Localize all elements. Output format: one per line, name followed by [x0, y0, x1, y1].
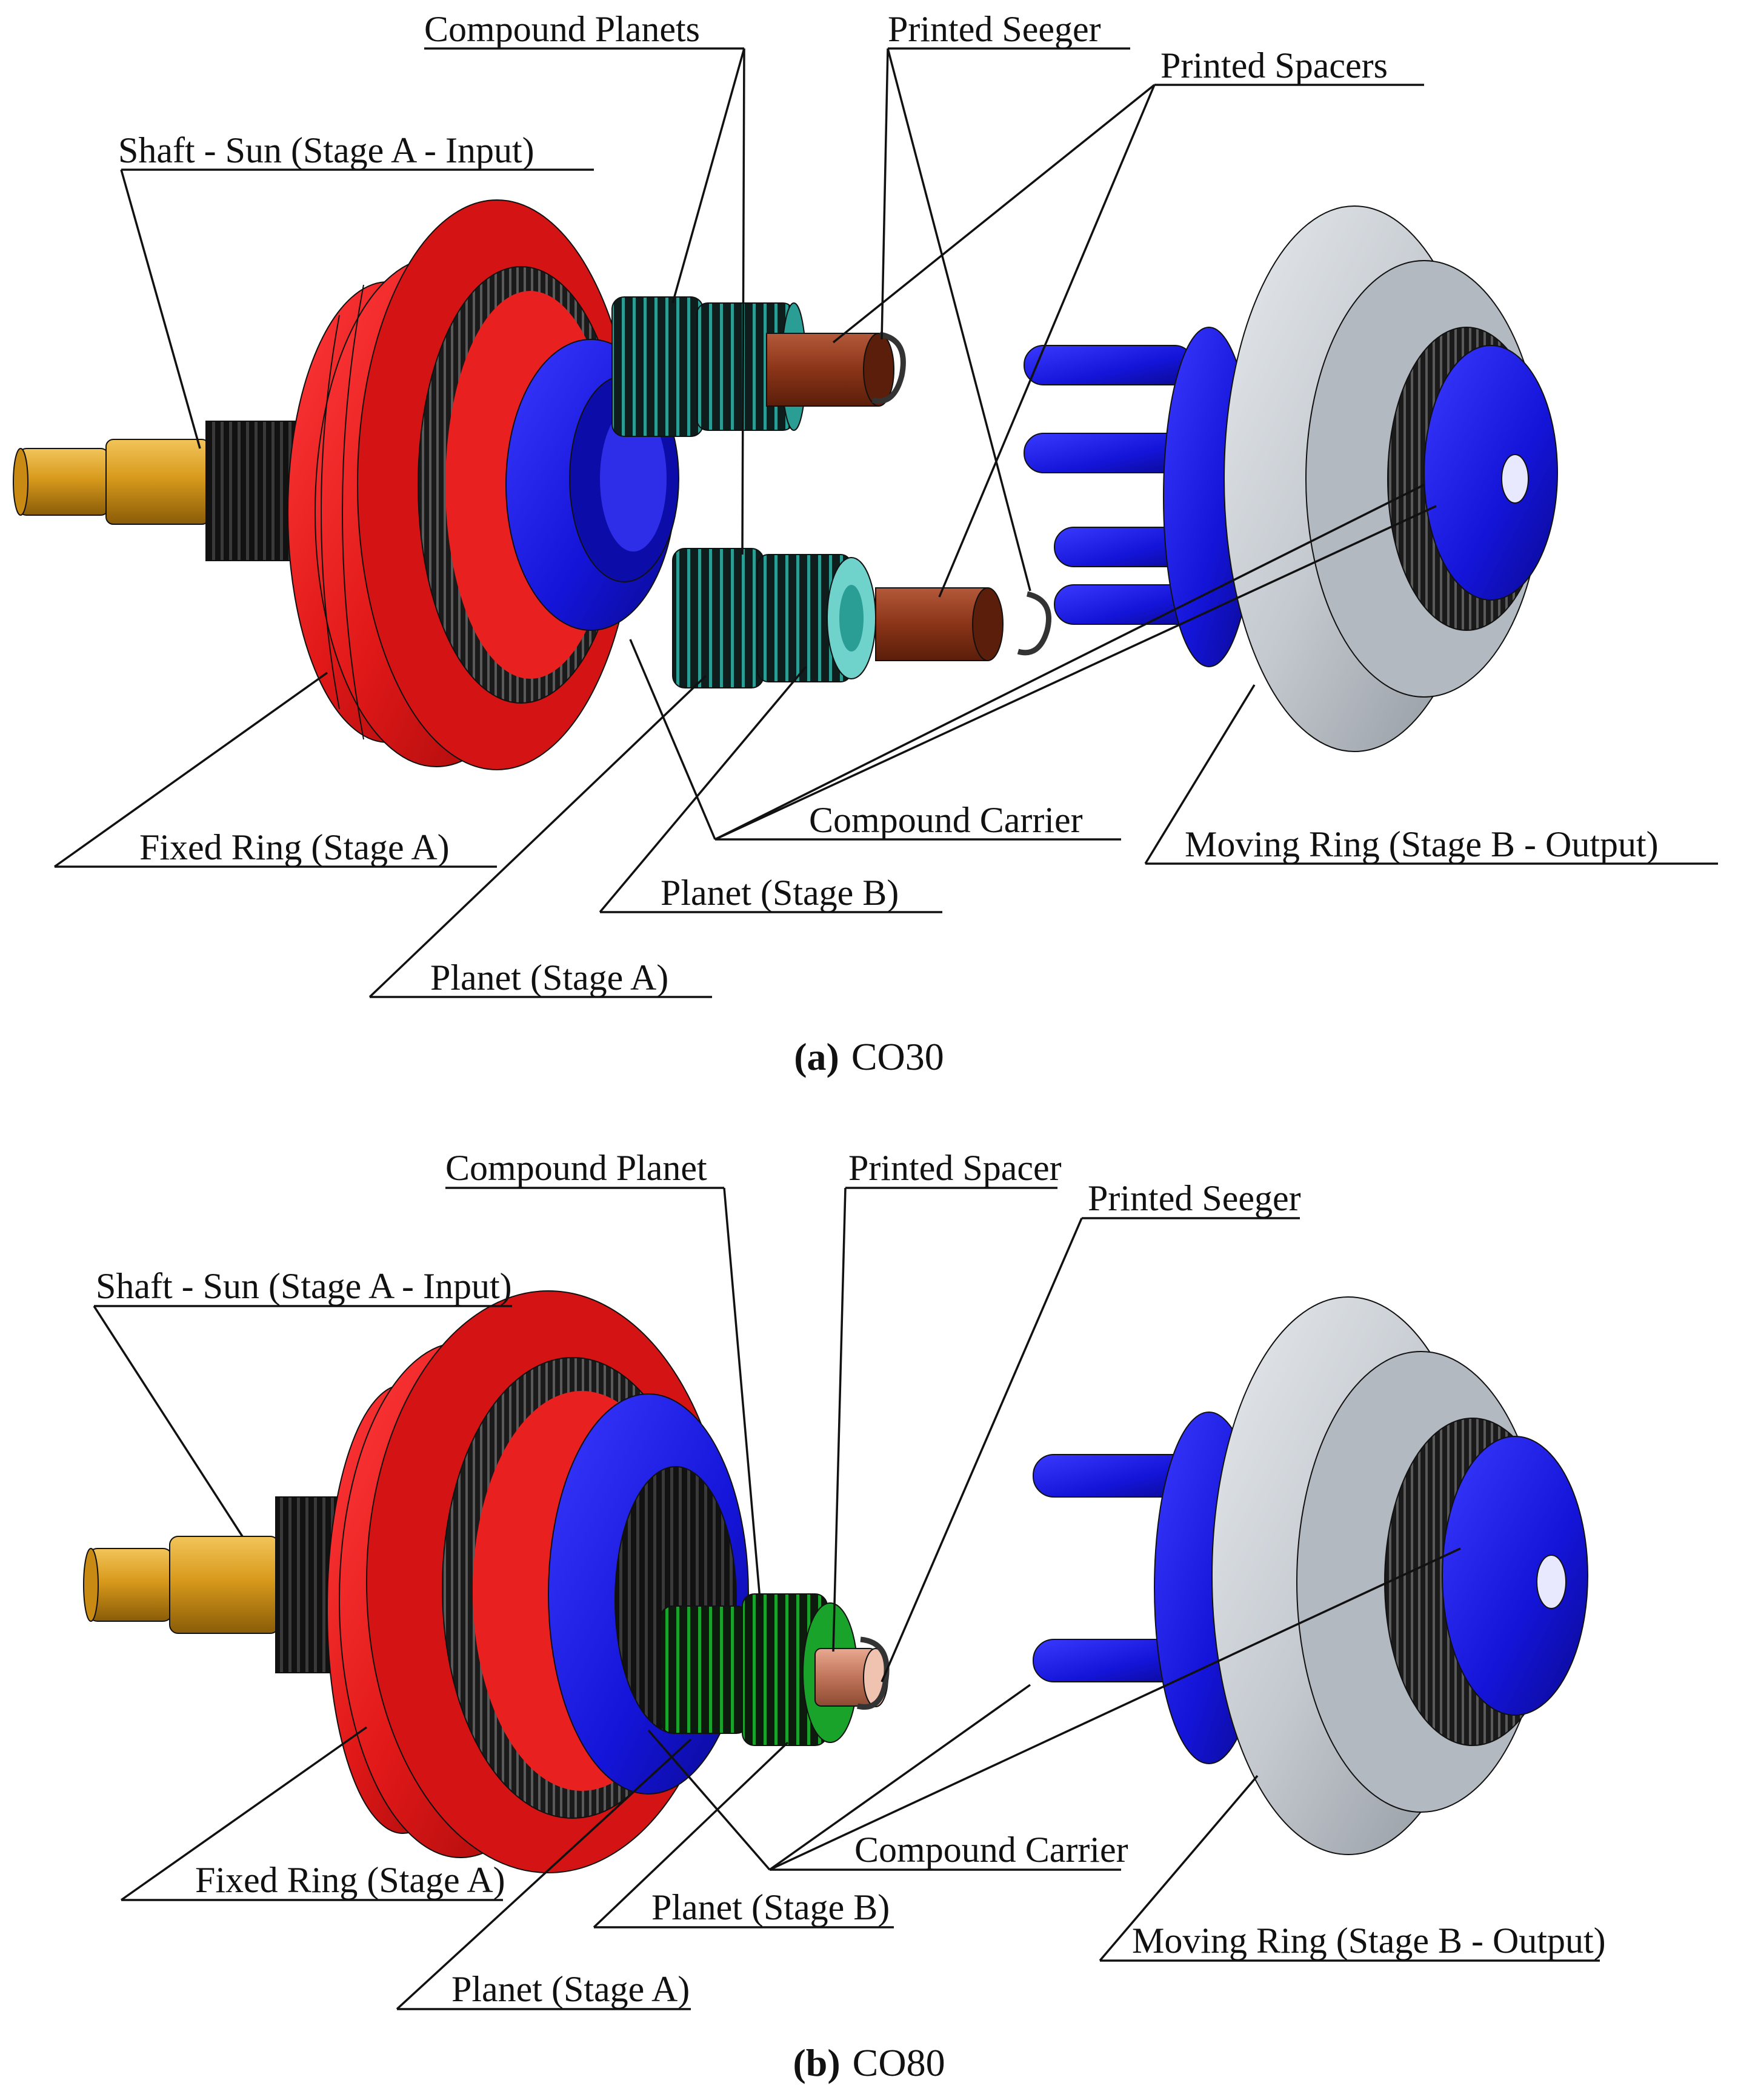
label-shaft-sun-b: Shaft - Sun (Stage A - Input)	[96, 1266, 512, 1306]
panel-a-caption-text: CO30	[851, 1035, 944, 1078]
panel-a-labels: Compound Planets Printed Seeger Printed …	[118, 9, 1659, 998]
label-compound-carrier-b: Compound Carrier	[854, 1830, 1128, 1870]
label-planet-stage-b-b: Planet (Stage B)	[651, 1887, 890, 1927]
panel-b-seeger	[856, 1636, 890, 1710]
label-printed-seeger: Printed Seeger	[888, 9, 1101, 49]
label-planet-stage-a: Planet (Stage A)	[430, 958, 668, 998]
panel-a-artwork	[13, 199, 1558, 770]
panel-b-caption-tag: (b)	[793, 2041, 840, 2084]
label-fixed-ring: Fixed Ring (Stage A)	[139, 827, 450, 867]
label-planet-stage-b: Planet (Stage B)	[661, 873, 899, 913]
label-compound-planet: Compound Planet	[445, 1148, 707, 1188]
label-shaft-sun: Shaft - Sun (Stage A - Input)	[118, 130, 534, 170]
panel-b-artwork	[83, 1290, 1588, 1873]
panel-a-planet-lower	[672, 548, 876, 688]
label-moving-ring-b: Moving Ring (Stage B - Output)	[1132, 1921, 1606, 1961]
label-compound-carrier: Compound Carrier	[809, 800, 1083, 840]
panel-a-moving-ring	[1024, 205, 1558, 752]
panel-b-leader-lines	[93, 1187, 1600, 2010]
panel-a-caption: (a) CO30	[794, 1035, 944, 1078]
panel-b-caption: (b) CO80	[793, 2041, 945, 2084]
panel-b-moving-ring	[1033, 1296, 1588, 1855]
panel-a-spacers	[766, 333, 1004, 661]
label-moving-ring: Moving Ring (Stage B - Output)	[1185, 824, 1659, 864]
label-printed-spacers: Printed Spacers	[1160, 45, 1388, 85]
panel-a-caption-tag: (a)	[794, 1035, 839, 1078]
panel-b-labels: Compound Planet Printed Spacer Printed S…	[96, 1148, 1606, 2009]
panel-b-caption-text: CO80	[853, 2041, 945, 2084]
label-fixed-ring-b: Fixed Ring (Stage A)	[195, 1860, 505, 1900]
panel-a-shaft-sun	[13, 421, 298, 561]
panel-a-seegers	[871, 332, 1052, 656]
label-compound-planets: Compound Planets	[424, 9, 700, 49]
panel-b-spacer	[814, 1648, 888, 1707]
panel-a-leader-lines	[53, 47, 1718, 998]
label-planet-stage-a-b: Planet (Stage A)	[451, 1969, 690, 2009]
label-printed-spacer: Printed Spacer	[848, 1148, 1062, 1188]
label-printed-seeger-b: Printed Seeger	[1088, 1178, 1301, 1218]
